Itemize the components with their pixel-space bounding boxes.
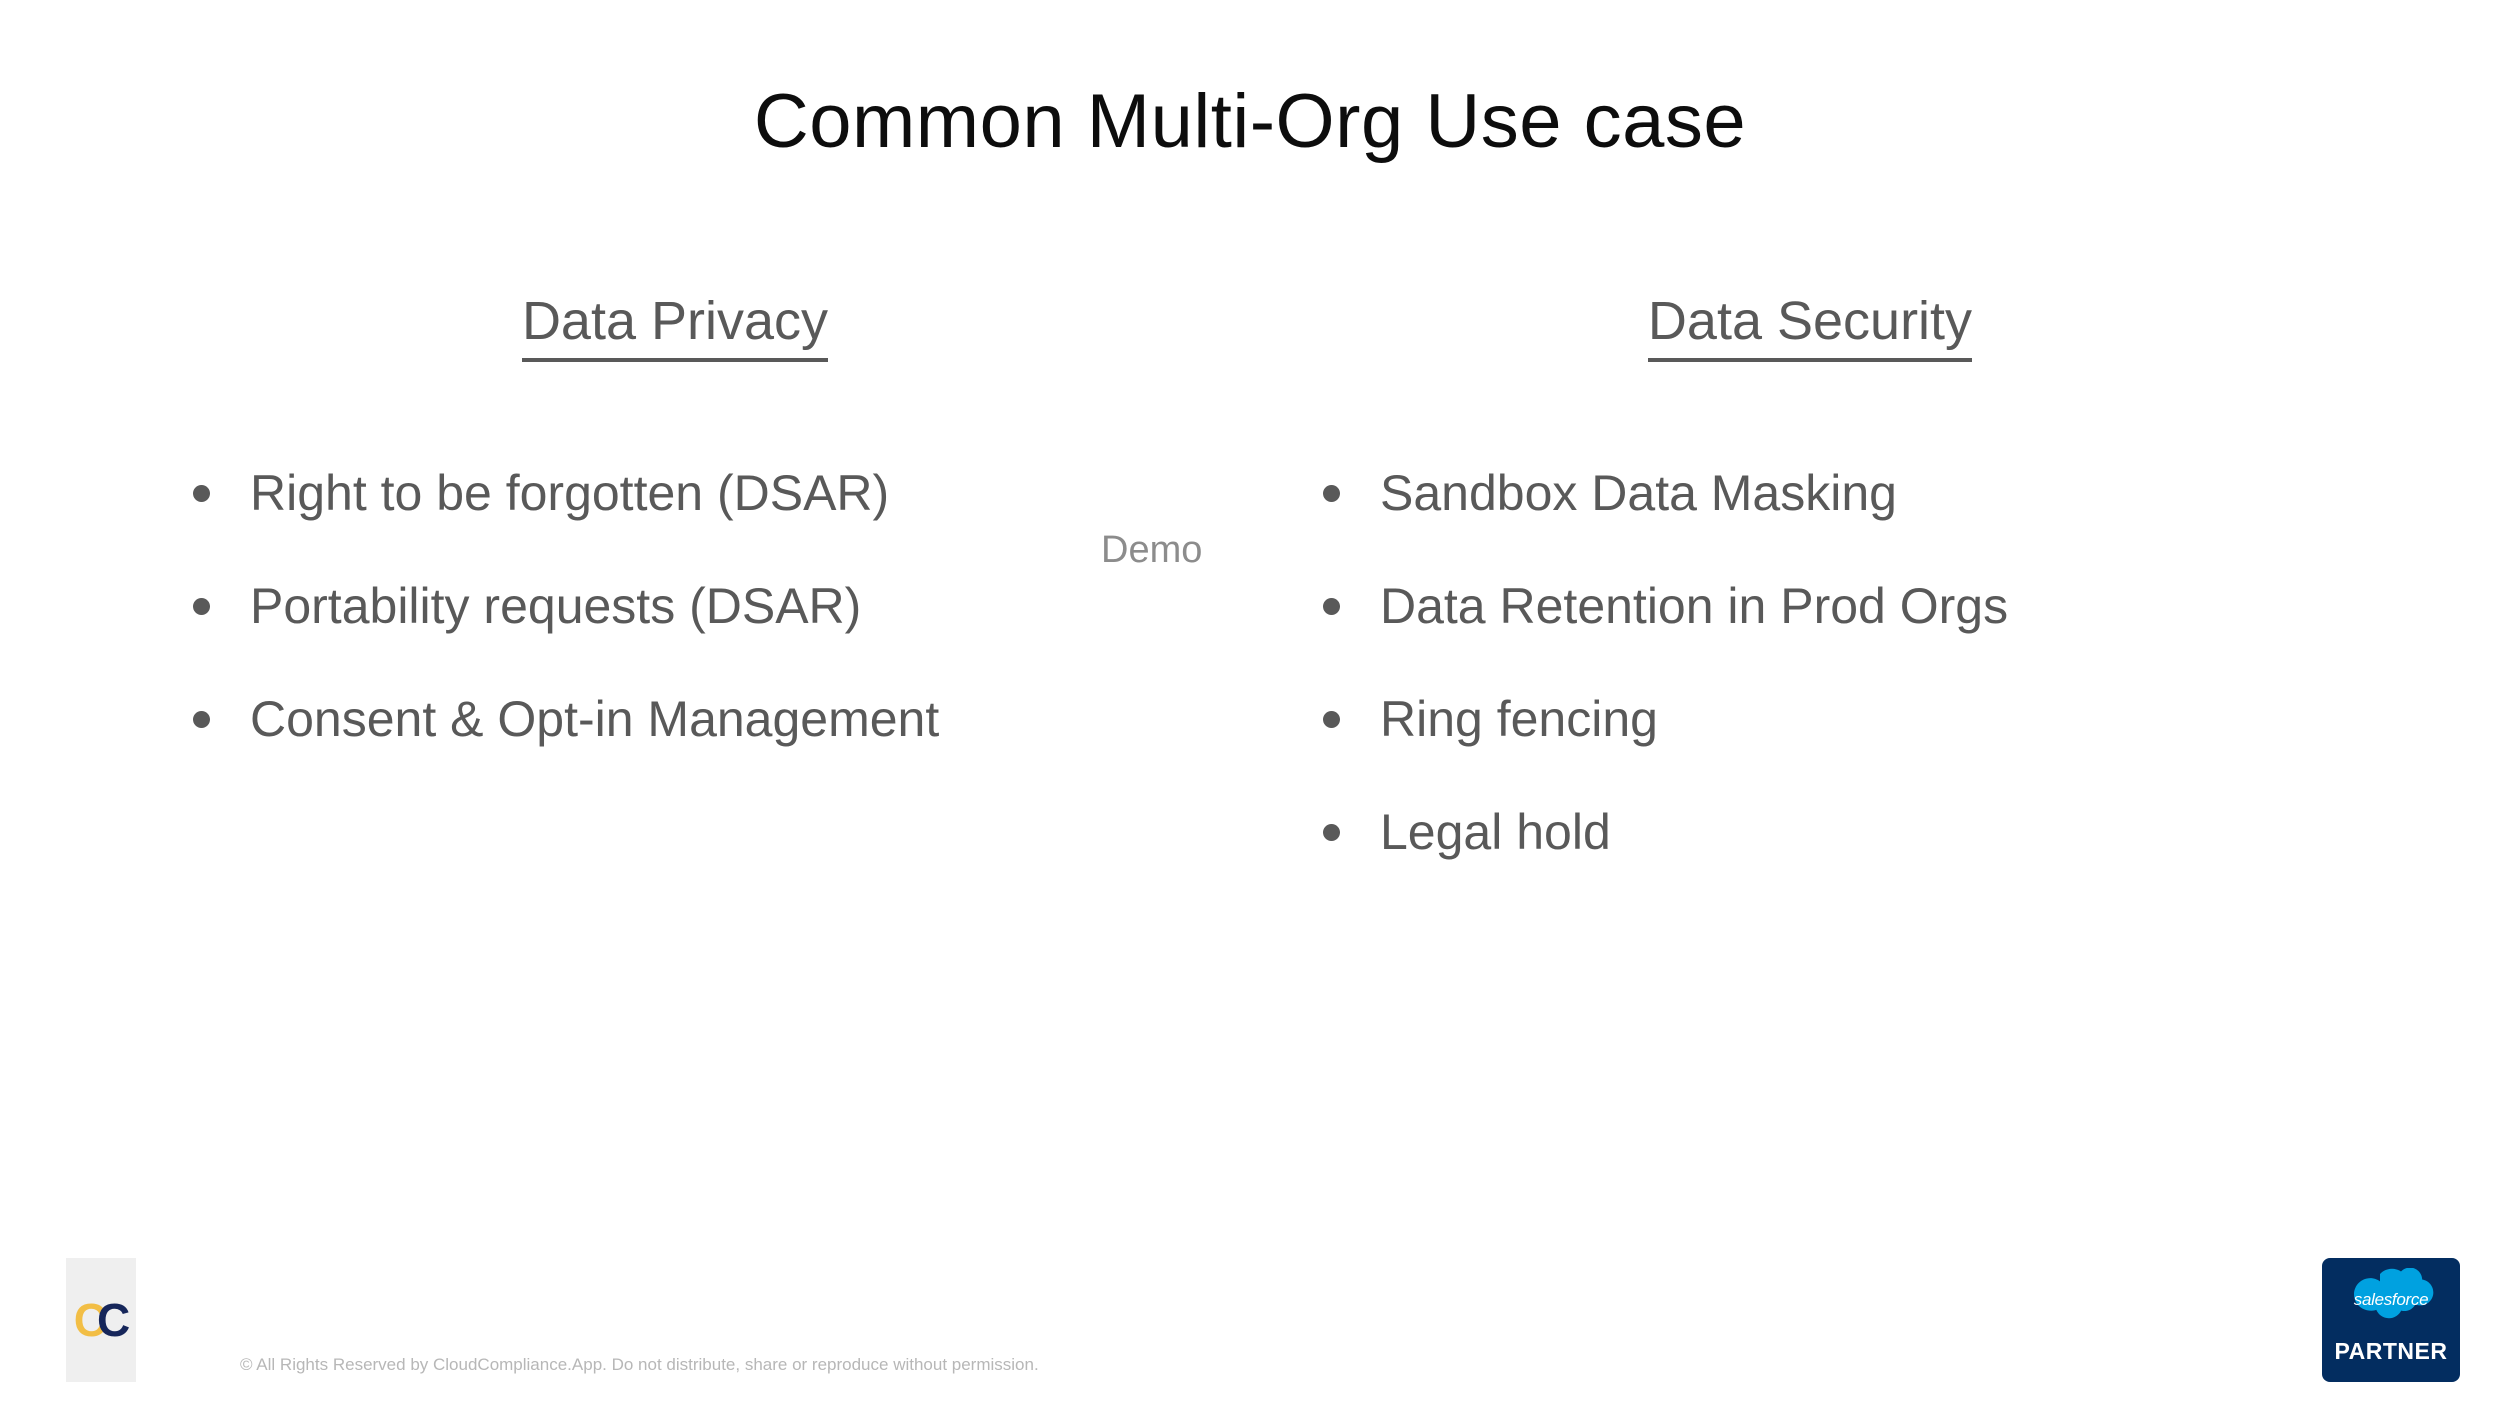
list-item: Right to be forgotten (DSAR) — [190, 462, 1240, 575]
column-heading-data-security-text: Data Security — [1647, 290, 1973, 362]
list-item: Portability requests (DSAR) — [190, 575, 1240, 688]
column-heading-data-security: Data Security — [1410, 290, 2210, 362]
copyright-notice: © All Rights Reserved by CloudCompliance… — [240, 1355, 1039, 1374]
salesforce-partner-badge: salesforce PARTNER — [2322, 1258, 2460, 1382]
salesforce-wordmark: salesforce — [2353, 1290, 2429, 1309]
list-item-label: Portability requests (DSAR) — [250, 578, 862, 634]
list-item-label: Ring fencing — [1380, 691, 1658, 747]
column-heading-data-privacy-text: Data Privacy — [521, 290, 829, 362]
cc-logo-mark: CC — [73, 1294, 131, 1346]
cloudcompliance-logo: CC — [66, 1258, 136, 1382]
bullet-dot-icon — [1323, 711, 1340, 728]
list-item-label: Sandbox Data Masking — [1380, 465, 1897, 521]
bullet-dot-icon — [1323, 485, 1340, 502]
salesforce-cloud-icon: salesforce — [2336, 1267, 2446, 1330]
list-item: Legal hold — [1320, 801, 2370, 914]
list-item: Ring fencing — [1320, 688, 2370, 801]
list-item: Data Retention in Prod Orgs — [1320, 575, 2370, 688]
bullet-dot-icon — [193, 711, 210, 728]
list-item-label: Data Retention in Prod Orgs — [1380, 578, 2009, 634]
salesforce-partner-label: PARTNER — [2334, 1338, 2448, 1364]
cc-logo-letter-two: C — [97, 1294, 130, 1346]
bullet-dot-icon — [193, 598, 210, 615]
list-item-label: Legal hold — [1380, 804, 1611, 860]
bullet-dot-icon — [193, 485, 210, 502]
cc-logo-letter-one: C — [73, 1294, 107, 1346]
bullet-list-data-security: Sandbox Data Masking Data Retention in P… — [1320, 462, 2370, 914]
list-item: Consent & Opt-in Management — [190, 688, 1240, 801]
column-heading-data-privacy: Data Privacy — [275, 290, 1075, 362]
list-item-label: Consent & Opt-in Management — [250, 691, 940, 747]
page-title: Common Multi-Org Use case — [753, 79, 1747, 164]
demo-annotation: Demo — [1101, 529, 1203, 571]
list-item: Sandbox Data Masking — [1320, 462, 2370, 575]
bullet-list-data-privacy: Right to be forgotten (DSAR) Portability… — [190, 462, 1240, 801]
bullet-dot-icon — [1323, 598, 1340, 615]
bullet-dot-icon — [1323, 824, 1340, 841]
list-item-label: Right to be forgotten (DSAR) — [250, 465, 890, 521]
